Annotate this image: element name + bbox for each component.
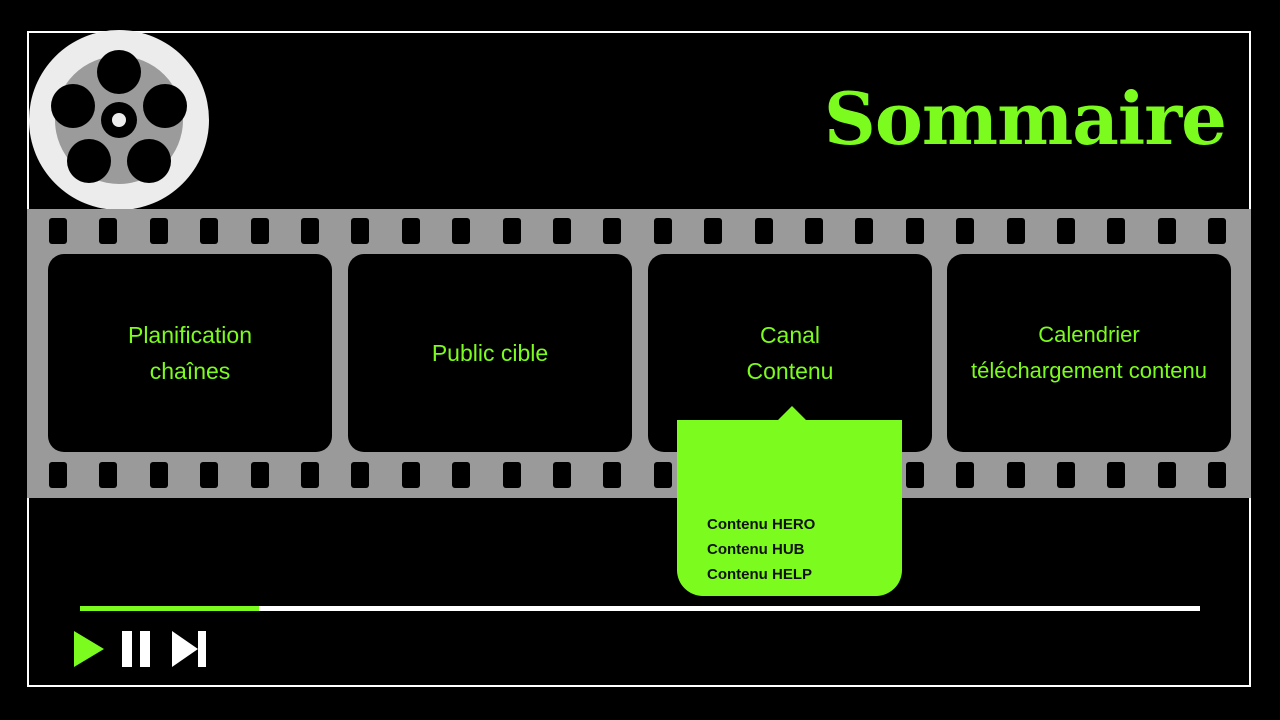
film-perforation: [502, 462, 521, 488]
film-perforation: [502, 218, 521, 244]
film-perforation: [49, 462, 67, 488]
film-perforation: [553, 462, 571, 488]
film-perforation: [1157, 218, 1176, 244]
film-perforation: [401, 462, 420, 488]
film-perforation: [401, 218, 420, 244]
frame-label-line: Planification: [127, 322, 253, 348]
film-perforation: [754, 218, 773, 244]
frame-public-cible[interactable]: Public cible: [348, 254, 632, 452]
film-perforation: [1107, 218, 1126, 244]
film-perforation: [301, 218, 319, 244]
frame-label-line: chaînes: [149, 358, 231, 384]
film-perforation: [956, 218, 975, 244]
pause-icon[interactable]: [120, 629, 154, 669]
film-perforation: [855, 218, 874, 244]
film-perforation: [905, 218, 924, 244]
frame-label-line: Canal: [759, 322, 821, 348]
film-perforation: [805, 218, 823, 244]
frame-label-line: Calendrier: [1038, 322, 1140, 347]
popup-list: Contenu HERO Contenu HUB Contenu HELP: [707, 512, 815, 587]
film-perforation: [452, 462, 471, 488]
progress-bar[interactable]: [80, 606, 1200, 611]
popup-item-help[interactable]: Contenu HELP: [707, 566, 812, 583]
film-perforation: [1107, 462, 1126, 488]
popup-item-hub[interactable]: Contenu HUB: [707, 541, 805, 558]
film-perforation: [99, 462, 118, 488]
film-perforation: [956, 462, 975, 488]
film-perforation: [1208, 218, 1227, 244]
film-perforation: [1157, 462, 1176, 488]
film-perforation: [149, 462, 168, 488]
film-perforation: [351, 218, 370, 244]
popup-perforation: [706, 464, 724, 490]
frame-calendrier[interactable]: Calendrier téléchargement contenu: [947, 254, 1231, 452]
frame-label-line: Public cible: [431, 340, 549, 366]
popup-perforation: [857, 464, 875, 490]
film-perforation: [905, 462, 924, 488]
page-title: Sommaire: [823, 76, 1227, 161]
film-perforation: [1057, 218, 1075, 244]
film-perforation: [149, 218, 168, 244]
film-perforation: [704, 218, 723, 244]
film-perforation: [200, 462, 219, 488]
progress-fill: [80, 606, 260, 611]
film-perforation: [49, 218, 67, 244]
film-perforation: [603, 218, 622, 244]
film-perforation: [351, 462, 370, 488]
film-perforation: [301, 462, 319, 488]
film-perforation: [200, 218, 219, 244]
film-perforations-bottom: [27, 462, 1251, 488]
film-perforation: [99, 218, 118, 244]
film-perforation: [1057, 462, 1075, 488]
film-strip: Planification chaînes Public cible Canal…: [27, 209, 1251, 498]
popup-perforation: [756, 464, 774, 490]
popup-perforation: [807, 464, 825, 490]
canal-contenu-dropdown: Contenu HERO Contenu HUB Contenu HELP: [677, 406, 902, 596]
film-reel-icon: [29, 30, 217, 219]
frame-label-line: Contenu: [746, 358, 834, 384]
film-perforations-top: [27, 218, 1251, 244]
film-perforation: [250, 462, 269, 488]
film-perforation: [553, 218, 571, 244]
frame-label-line: téléchargement contenu: [970, 358, 1208, 383]
film-perforation: [603, 462, 622, 488]
film-perforation: [653, 462, 672, 488]
film-perforation: [1208, 462, 1227, 488]
popup-item-hero[interactable]: Contenu HERO: [707, 516, 816, 533]
film-perforation: [1006, 218, 1025, 244]
film-perforation: [452, 218, 471, 244]
play-icon[interactable]: [72, 629, 106, 669]
film-perforation: [1006, 462, 1025, 488]
film-perforation: [653, 218, 672, 244]
skip-next-icon[interactable]: [170, 629, 210, 669]
frame-planification[interactable]: Planification chaînes: [48, 254, 332, 452]
film-perforation: [250, 218, 269, 244]
